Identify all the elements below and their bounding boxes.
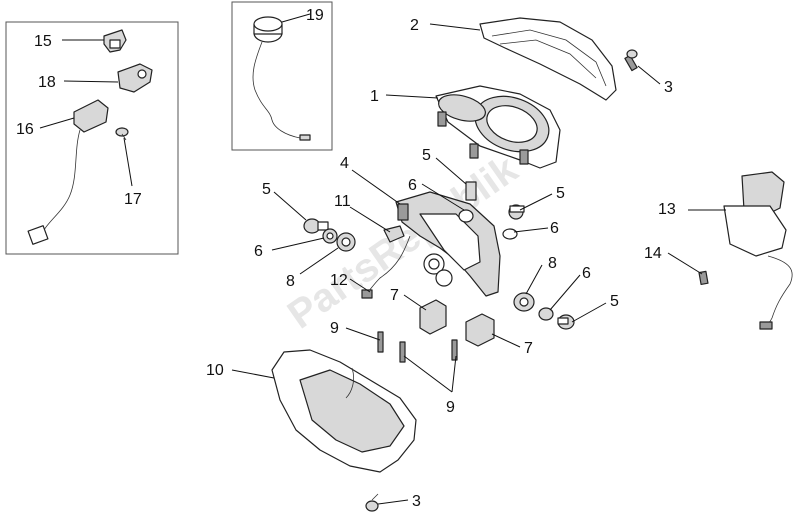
part-19-sensor (252, 16, 311, 141)
part-17-screw (115, 127, 129, 141)
callout-8-left: 8 (286, 273, 295, 290)
callout-6-top-middle: 6 (408, 177, 417, 194)
inset-box-top (231, 1, 333, 151)
callout-labels: 15 18 16 17 19 2 1 3 4 5 6 5 6 5 11 6 8 … (16, 7, 676, 510)
part-9-screw-3 (451, 339, 458, 361)
part-8-grommet-right (513, 292, 535, 312)
callout-2: 2 (410, 17, 419, 34)
callout-9-bottom: 9 (446, 399, 455, 416)
part-5-screw-right (557, 314, 575, 330)
part-3-screw-top (624, 49, 638, 72)
callout-15: 15 (34, 33, 52, 50)
callout-5-top-right: 5 (556, 185, 565, 202)
part-5-screw-left (303, 218, 329, 234)
part-6-washer-right (538, 307, 554, 321)
part-3-screw-bottom (365, 493, 379, 512)
part-9-screw-2 (399, 341, 406, 363)
part-2-cover (479, 17, 617, 101)
part-1-dashboard (435, 85, 561, 169)
callout-7-left: 7 (390, 287, 399, 304)
callout-3-bottom: 3 (412, 493, 421, 510)
callout-13: 13 (658, 201, 676, 218)
part-6-washer-middle (458, 209, 474, 223)
callout-6-left: 6 (254, 243, 263, 260)
part-16-relay (27, 99, 109, 245)
part-8-grommet-left (336, 232, 356, 252)
callout-18: 18 (38, 74, 56, 91)
part-6-washer-right-top (502, 228, 518, 240)
callout-11: 11 (334, 193, 351, 210)
inset-box-left (5, 21, 179, 255)
part-6-washer-left (322, 228, 338, 244)
callout-9-left: 9 (330, 320, 339, 337)
part-7-block-right (465, 313, 495, 347)
callout-10: 10 (206, 362, 224, 379)
callout-5-right: 5 (610, 293, 619, 310)
leader-lines (39, 13, 726, 505)
part-14-screw (698, 270, 709, 286)
part-5-screw-right-top (508, 204, 525, 220)
callout-4: 4 (340, 155, 349, 172)
callout-8-right: 8 (548, 255, 557, 272)
part-7-block-left (419, 299, 447, 335)
part-4-bracket (361, 191, 501, 299)
callout-17: 17 (124, 191, 142, 208)
callout-6-top-right: 6 (550, 220, 559, 237)
callout-5-left: 5 (262, 181, 271, 198)
callout-5-top-middle: 5 (422, 147, 431, 164)
part-18-bracket (117, 63, 153, 93)
callout-1: 1 (370, 88, 379, 105)
part-10-lower-cover (271, 349, 417, 473)
part-9-screw-1 (377, 331, 384, 353)
part-11-clip (383, 225, 405, 243)
part-13-ignition-switch (723, 171, 793, 330)
callout-16: 16 (16, 121, 34, 138)
callout-3-top: 3 (664, 79, 673, 96)
callout-6-right: 6 (582, 265, 591, 282)
part-5-screw-middle (465, 181, 477, 201)
callout-19: 19 (306, 7, 324, 24)
callout-12: 12 (330, 272, 348, 289)
part-15-clip (103, 29, 127, 53)
callout-14: 14 (644, 245, 662, 262)
callout-7-right: 7 (524, 340, 533, 357)
